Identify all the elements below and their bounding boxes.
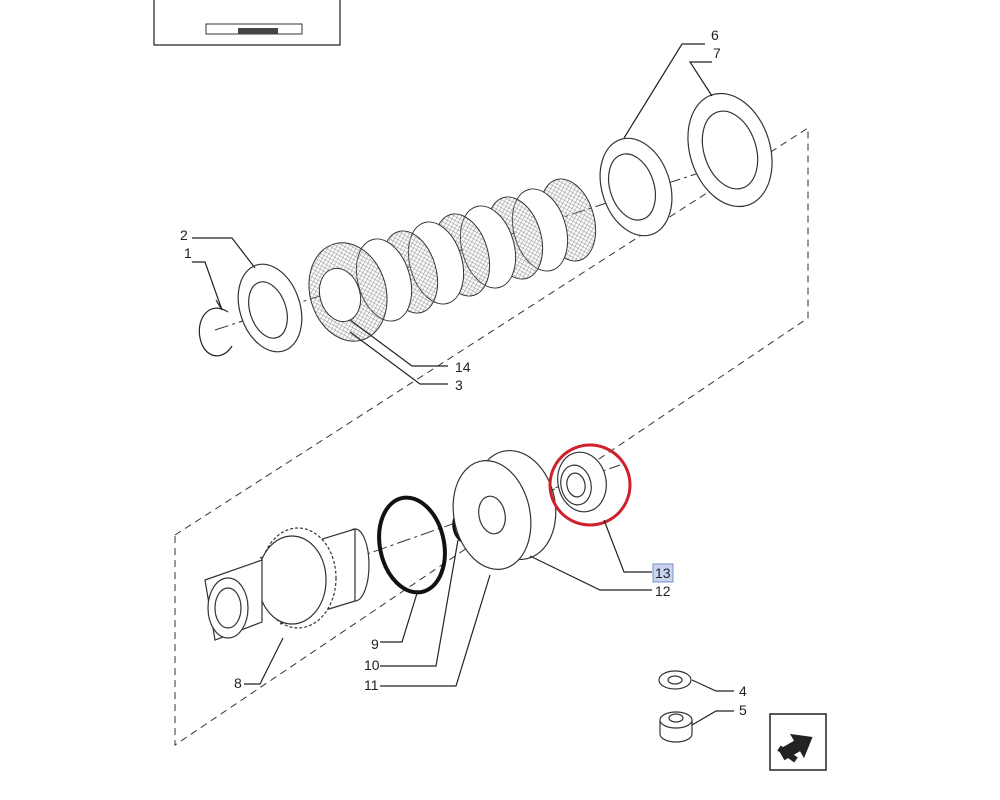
highlight-circle [548,443,632,527]
thumbnail-frame [153,0,341,46]
leader-lines [192,43,734,726]
callout-5[interactable]: 5 [739,702,747,718]
part-9-oring[interactable] [371,491,454,598]
callout-6[interactable]: 6 [711,27,719,43]
callout-2[interactable]: 2 [180,227,188,243]
callout-14[interactable]: 14 [455,359,471,375]
part-6-washer[interactable] [588,129,684,245]
callout-3[interactable]: 3 [455,377,463,393]
part-8-gear-shaft[interactable] [204,527,370,641]
part-1-circlip[interactable] [198,299,233,357]
part-7-washer[interactable] [674,82,786,217]
part-13-nut[interactable] [548,443,632,527]
assembly-outline [174,127,809,746]
callout-13-highlight-box [652,563,674,583]
next-page-arrow-icon[interactable] [769,713,827,771]
callout-9[interactable]: 9 [371,636,379,652]
callout-13[interactable]: 13 [655,565,671,581]
callout-10[interactable]: 10 [364,657,380,673]
callout-12[interactable]: 12 [655,583,671,599]
callout-4[interactable]: 4 [739,683,747,699]
part-5-plug[interactable] [659,711,693,743]
callout-11[interactable]: 11 [364,677,379,693]
part-4-washer[interactable] [658,670,692,690]
part-11-piston[interactable] [443,443,565,577]
clutch-disc-pack[interactable] [298,172,605,350]
callout-8[interactable]: 8 [234,675,242,691]
part-2-washer[interactable] [228,256,313,360]
callout-7[interactable]: 7 [713,45,721,61]
callout-1[interactable]: 1 [184,245,192,261]
